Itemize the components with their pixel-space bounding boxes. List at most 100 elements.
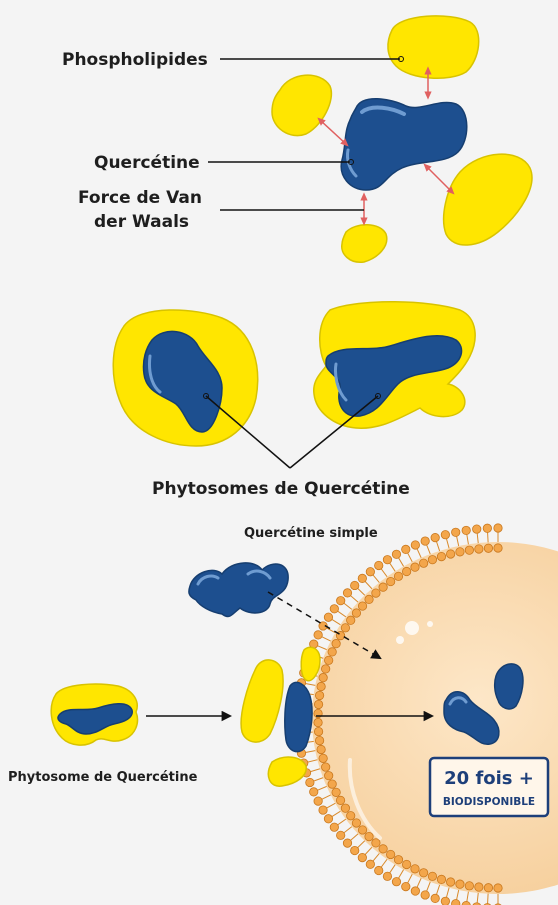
membrane-head (350, 580, 360, 591)
quercetin-entering (284, 681, 313, 753)
membrane-head (371, 838, 381, 848)
membrane-head (357, 601, 368, 611)
membrane-head (482, 523, 492, 533)
badge-line2: BIODISPONIBLE (443, 796, 535, 808)
membrane-head (313, 796, 323, 806)
membrane-head (461, 900, 471, 905)
badge-line1: 20 fois + (444, 768, 534, 789)
membrane-head (374, 865, 384, 876)
leader-dot (375, 393, 381, 399)
molecule-highlight (196, 574, 220, 586)
molecule-highlight (148, 354, 162, 394)
membrane-head (316, 744, 326, 755)
membrane-head (357, 825, 368, 835)
membrane-head (313, 699, 324, 710)
membrane-head (351, 608, 362, 618)
quercetin-simple-molecule (188, 562, 289, 618)
label-quercetine: Quercétine (94, 153, 200, 173)
membrane-head (420, 890, 430, 900)
molecule-highlight (334, 362, 348, 402)
phytosome-quercetin (142, 330, 223, 433)
phospholipid-blob (442, 153, 533, 246)
membrane-head (364, 594, 374, 605)
membrane-head (336, 596, 346, 606)
bioavailability-badge: 20 fois + BIODISPONIBLE (428, 756, 550, 818)
section-phytosomes: Phytosomes de Quercétine (112, 301, 476, 499)
membrane-head (474, 544, 484, 554)
membrane-head (321, 664, 331, 674)
phospholipid-blob (387, 15, 480, 79)
membrane-head (483, 543, 494, 553)
cell-highlight (405, 621, 419, 635)
membrane-head (331, 787, 341, 797)
membrane-head (419, 868, 429, 878)
membrane-head (382, 555, 393, 565)
membrane-head (410, 562, 420, 572)
cell-highlight (347, 758, 382, 840)
label-phospholipides: Phospholipides (62, 50, 208, 70)
membrane-head (410, 540, 420, 550)
phytosome-quercetin (325, 335, 463, 417)
membrane-head (378, 582, 388, 592)
membrane-head (313, 630, 323, 640)
membrane-head (472, 524, 482, 534)
membrane-head (382, 871, 393, 881)
phospholipid-blob (271, 74, 333, 137)
membrane-head (365, 859, 375, 869)
membrane-head (305, 777, 315, 788)
membrane-head (318, 805, 328, 815)
membrane-head (430, 893, 440, 903)
membrane-head (316, 681, 326, 692)
phospholipid-blob (341, 224, 388, 263)
membrane-head (318, 673, 328, 683)
leader-dot (348, 159, 354, 165)
membrane-head (365, 567, 375, 577)
membrane-head (440, 896, 450, 905)
membrane-head (401, 544, 411, 555)
membrane-head (351, 818, 362, 828)
membrane-head (386, 849, 396, 860)
cell-highlight (427, 621, 433, 627)
membrane-head (335, 795, 346, 805)
membrane-head (393, 855, 404, 865)
membrane-head (331, 639, 341, 649)
molecule-highlight (346, 148, 358, 178)
molecule-highlight (246, 569, 272, 580)
label-force-line1: Force de Van (78, 188, 202, 208)
membrane-head (314, 735, 325, 746)
membrane-head (350, 845, 360, 856)
membrane-head (374, 560, 384, 571)
membrane-head (451, 899, 461, 905)
membrane-head (327, 779, 337, 789)
membrane-head (336, 830, 346, 840)
membrane-head (472, 902, 481, 905)
membrane-head (364, 831, 374, 842)
phytosome-quercetin (57, 703, 133, 735)
label-phytosomes: Phytosomes de Quercétine (152, 479, 410, 499)
molecule-highlight (360, 105, 406, 116)
membrane-head (346, 615, 356, 625)
membrane-head (371, 588, 381, 598)
section-interactions: Phospholipides Quercétine Force de Van d… (62, 15, 533, 263)
membrane-head (391, 877, 402, 887)
label-force-line2: der Waals (94, 212, 189, 232)
membrane-head (430, 533, 440, 543)
membrane-head (420, 536, 430, 546)
membrane-head (493, 543, 503, 553)
membrane-head (378, 844, 388, 854)
membrane-head (464, 545, 474, 555)
leader-dot (398, 56, 404, 62)
membrane-head (329, 604, 339, 614)
membrane-head (410, 886, 420, 896)
membrane-head (314, 690, 325, 701)
leader-line-phytosomes (205, 395, 291, 469)
force-arrow (317, 117, 349, 147)
membrane-head (313, 717, 323, 728)
membrane-head (340, 803, 351, 813)
membrane-head (446, 877, 456, 887)
membrane-head (474, 882, 484, 892)
membrane-head (427, 555, 438, 565)
force-arrow (423, 163, 455, 195)
membrane-head (346, 811, 356, 821)
quercetin-inside-cell (493, 663, 524, 710)
